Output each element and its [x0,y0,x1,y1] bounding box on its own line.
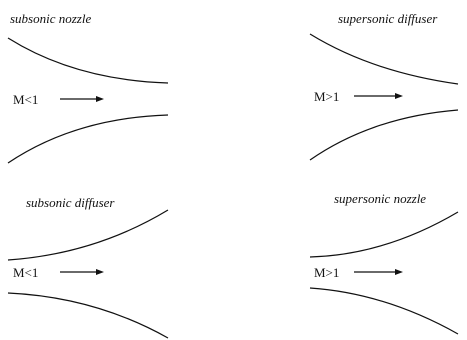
supersonic-nozzle-upper-wall [309,211,459,258]
subsonic-nozzle-flow-arrowhead [96,96,104,102]
supersonic-nozzle-mach-label: M>1 [314,265,340,280]
supersonic-diffuser-mach-label: M>1 [314,89,340,104]
subsonic-nozzle-mach-label: M<1 [13,92,39,107]
supersonic-nozzle-lower-wall [309,287,459,335]
subsonic-diffuser-label: subsonic diffuser [26,195,115,210]
supersonic-nozzle-flow-arrowhead [395,269,403,275]
subsonic-diffuser-flow-arrowhead [96,269,104,275]
subsonic-nozzle-lower-wall [7,114,169,164]
supersonic-nozzle-label: supersonic nozzle [334,191,427,206]
subsonic-nozzle-label: subsonic nozzle [10,11,92,26]
subsonic-diffuser-upper-wall [7,209,169,261]
supersonic-diffuser-lower-wall [309,109,459,161]
subsonic-diffuser-lower-wall [7,292,169,339]
supersonic-diffuser-label: supersonic diffuser [338,11,438,26]
subsonic-diffuser-mach-label: M<1 [13,265,39,280]
supersonic-diffuser-upper-wall [309,33,459,85]
subsonic-nozzle-upper-wall [7,37,169,84]
supersonic-diffuser-flow-arrowhead [395,93,403,99]
